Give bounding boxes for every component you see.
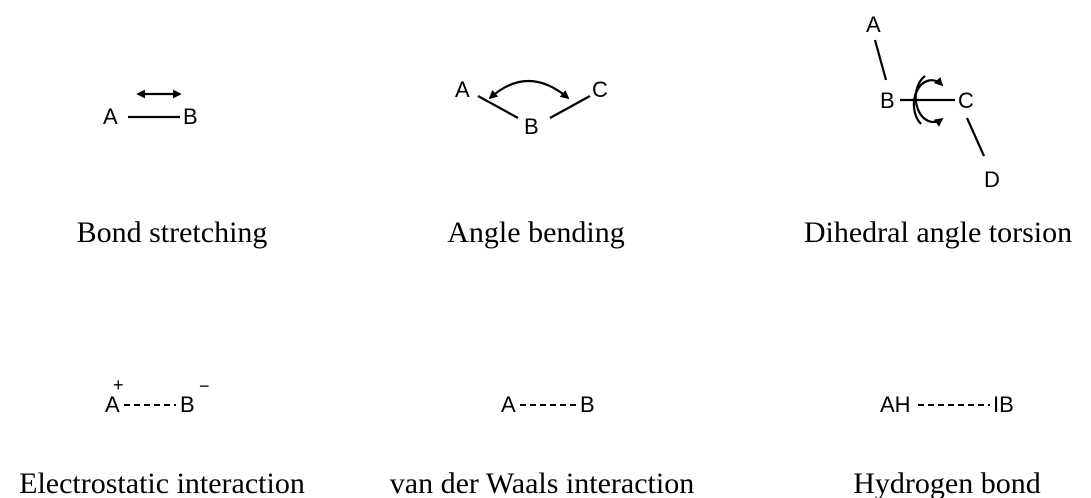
bend-bond-ab: [477, 95, 519, 119]
bend-atom-c: C: [592, 77, 608, 102]
bend-atom-b: B: [524, 114, 539, 139]
electrostatic-caption: Electrostatic interaction: [19, 467, 305, 498]
dihedral-torsion-caption: Dihedral angle torsion: [804, 216, 1072, 249]
van-der-waals-panel: A B van der Waals interaction: [390, 392, 694, 498]
bend-curved-arrow: [488, 79, 570, 100]
electro-atom-b: B: [180, 392, 195, 417]
torsion-atom-a: A: [866, 12, 881, 37]
vdw-atom-a: A: [501, 392, 516, 417]
angle-bending-caption: Angle bending: [447, 216, 624, 249]
bond-stretching-caption: Bond stretching: [77, 216, 268, 249]
hydrogen-bond-caption: Hydrogen bond: [853, 467, 1040, 498]
dihedral-torsion-panel: A B C D Dihedral angle torsion: [804, 12, 1072, 249]
torsion-atom-b: B: [880, 88, 895, 113]
bend-bond-bc: [549, 95, 591, 119]
electro-atom-a: A: [105, 392, 120, 417]
vdw-atom-b: B: [580, 392, 595, 417]
van-der-waals-caption: van der Waals interaction: [390, 467, 694, 498]
torsion-rotation-arrow-bottom: [914, 75, 944, 127]
bond-stretching-panel: A B Bond stretching: [77, 89, 268, 249]
stretch-atom-b: B: [183, 104, 198, 129]
hydrogen-bond-panel: AH IB Hydrogen bond: [853, 392, 1040, 498]
stretch-atom-a: A: [103, 104, 118, 129]
torsion-bond-ab: [873, 39, 888, 81]
hbond-donor: AH: [880, 392, 911, 417]
hbond-acceptor: IB: [993, 392, 1014, 417]
torsion-bond-cd: [965, 117, 986, 157]
torsion-atom-c: C: [958, 88, 974, 113]
electrostatic-panel: + A B − Electrostatic interaction: [19, 375, 305, 498]
electro-charge-plus: +: [113, 375, 124, 395]
angle-bending-panel: A B C Angle bending: [447, 77, 624, 249]
electro-charge-minus: −: [199, 376, 210, 396]
torsion-atom-d: D: [984, 167, 1000, 192]
bend-atom-a: A: [455, 77, 470, 102]
